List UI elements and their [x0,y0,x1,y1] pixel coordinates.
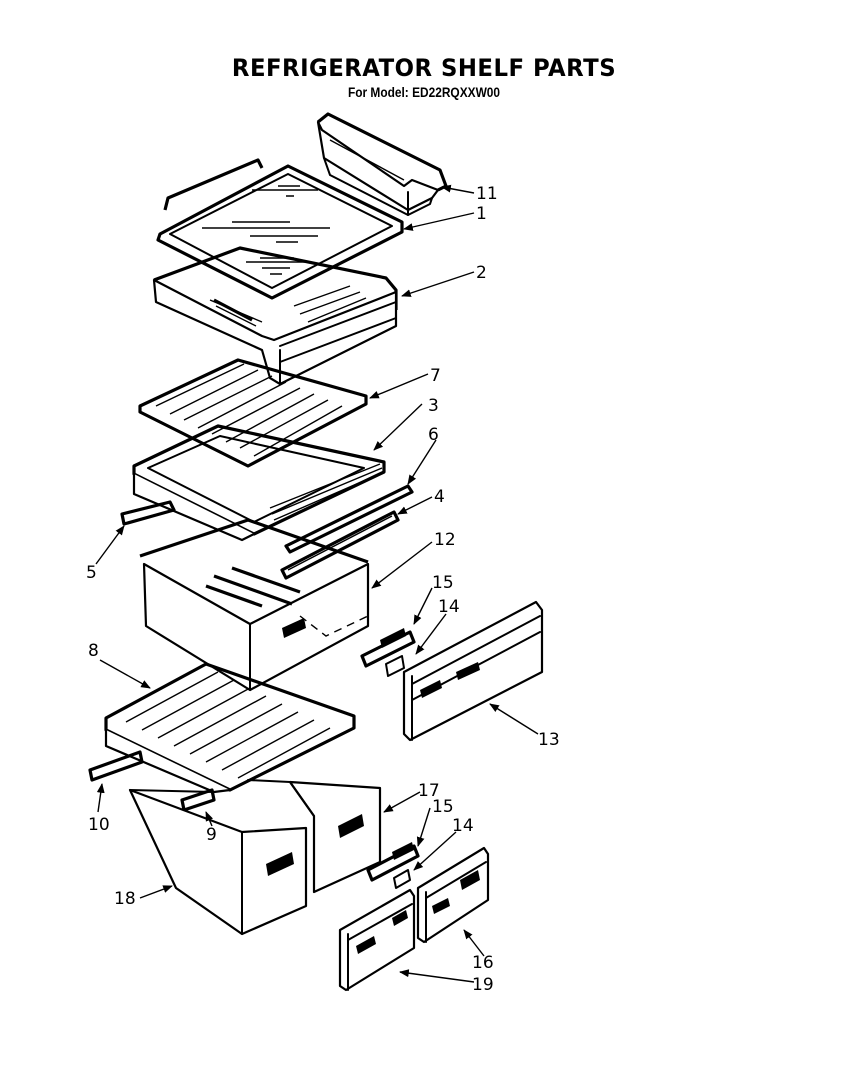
callout-7: 7 [430,366,441,386]
model-subtitle: For Model: ED22RQXXW00 [347,84,501,100]
callout-6: 6 [428,425,439,445]
part-18-left-pan[interactable] [128,788,308,936]
callout-labels: 11 1 2 7 3 6 4 5 12 15 14 13 8 10 9 17 1… [86,184,560,995]
part-11-door-bin[interactable] [316,112,448,216]
callout-15-lower: 15 [432,797,454,817]
part-19-left-cover[interactable] [338,888,416,992]
part-8-lower-shelf[interactable] [104,662,356,794]
part-16-right-cover[interactable] [416,846,490,944]
part-4-slide-rail[interactable] [280,510,400,580]
part-12-crisper-pan[interactable] [139,518,370,692]
callout-17: 17 [418,781,440,801]
part-13-crisper-cover[interactable] [402,600,544,742]
callout-18: 18 [114,889,136,909]
callout-14-upper: 14 [438,597,460,617]
callout-3: 3 [428,396,439,416]
part-2-meat-pan[interactable] [152,246,398,386]
callout-8: 8 [88,641,99,661]
part-15-14-lower-controls[interactable] [366,842,420,889]
callout-10: 10 [88,815,110,835]
part-17-right-pan[interactable] [247,779,382,894]
part-9-bracket[interactable] [180,788,216,812]
callout-5: 5 [86,563,97,583]
callout-9: 9 [206,825,217,845]
part-5-slide-rail[interactable] [120,500,176,526]
leader-lines [95,184,539,983]
part-7-crisper-insert[interactable] [138,358,368,468]
part-1-glass-shelf[interactable] [156,158,404,300]
callout-12: 12 [434,530,456,550]
part-3-crisper-frame[interactable] [132,424,386,542]
part-15-14-upper-controls[interactable] [360,628,416,677]
callout-15-upper: 15 [432,573,454,593]
callout-19: 19 [472,975,494,995]
callout-13: 13 [538,730,560,750]
callout-11: 11 [476,184,498,204]
part-10-slide-rail[interactable] [88,750,144,782]
callout-2: 2 [476,263,487,283]
callout-16: 16 [472,953,494,973]
callout-1: 1 [476,204,487,224]
callout-14-lower: 14 [452,816,474,836]
part-6-trim-rail[interactable] [284,484,414,554]
page-title: REFRIGERATOR SHELF PARTS [231,54,617,82]
callout-4: 4 [434,487,445,507]
